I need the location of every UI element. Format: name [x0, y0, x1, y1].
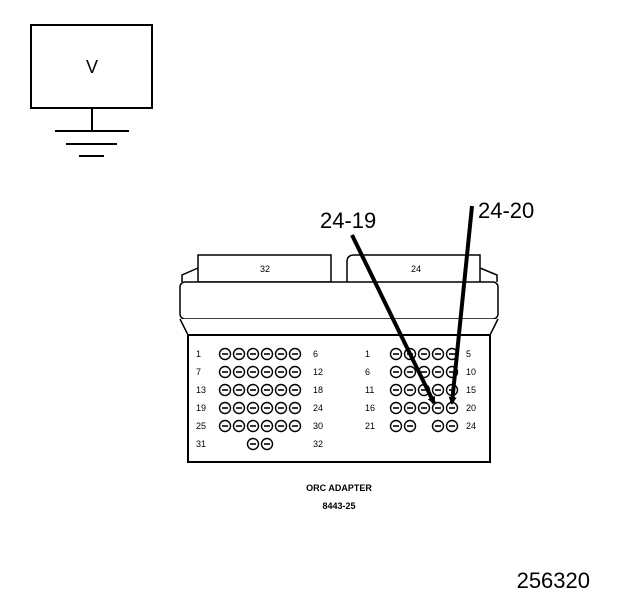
adapter-part-number: 8443-25 [322, 501, 355, 511]
pin-socket [417, 401, 431, 415]
pin-socket [445, 419, 459, 433]
pin-socket [218, 419, 232, 433]
pin-socket [417, 347, 431, 361]
adapter-body: 32 24 [179, 254, 499, 463]
pin-socket [260, 401, 274, 415]
pin-socket [246, 401, 260, 415]
pin-socket [274, 365, 288, 379]
pin-socket [389, 347, 403, 361]
callout-24-20: 24-20 [478, 198, 534, 223]
right-row-start-label: 11 [365, 385, 374, 395]
connector-left-label: 32 [260, 264, 270, 274]
voltmeter-label: V [86, 57, 98, 77]
pin-socket [403, 365, 417, 379]
pin-socket [246, 437, 260, 451]
voltmeter-box [30, 24, 153, 109]
pin-socket [389, 365, 403, 379]
pin-socket [232, 401, 246, 415]
pin-socket [218, 347, 232, 361]
left-row-end-label: 12 [313, 367, 323, 377]
pin-socket [232, 419, 246, 433]
pin-socket [403, 419, 417, 433]
pin-socket [246, 347, 260, 361]
arrow-24-19 [350, 234, 436, 405]
arrow-24-20 [448, 205, 474, 405]
pin-socket [232, 347, 246, 361]
right-row-start-label: 16 [365, 403, 375, 413]
pin-socket [288, 419, 302, 433]
pin-socket [403, 401, 417, 415]
left-row-start-label: 25 [196, 421, 206, 431]
pin-socket [431, 347, 445, 361]
voltmeter: V [30, 24, 153, 157]
pin-socket [260, 383, 274, 397]
left-ear [181, 267, 199, 282]
right-row-end-label: 5 [466, 349, 471, 359]
left-pin-field: 1 6 7 12 13 18 19 24 25 30 31 32 [196, 347, 323, 451]
pin-socket [431, 365, 445, 379]
pin-socket [288, 347, 302, 361]
pin-socket [389, 419, 403, 433]
pin-socket [246, 365, 260, 379]
pin-socket [274, 419, 288, 433]
right-row-end-label: 15 [466, 385, 476, 395]
pin-socket [431, 401, 445, 415]
callout-24-19: 24-19 [320, 208, 376, 233]
right-row-start-label: 1 [365, 349, 370, 359]
left-row-start-label: 7 [196, 367, 201, 377]
adapter-taper [179, 318, 499, 336]
right-row-end-label: 10 [466, 367, 476, 377]
pin-socket [389, 383, 403, 397]
right-row-end-label: 20 [466, 403, 476, 413]
left-row-end-label: 30 [313, 421, 323, 431]
adapter-top-band [179, 281, 499, 320]
ground-icon [55, 130, 129, 157]
right-row-start-label: 21 [365, 421, 375, 431]
pin-socket [288, 401, 302, 415]
pin-socket [218, 365, 232, 379]
pin-socket [274, 383, 288, 397]
pin-socket [260, 419, 274, 433]
left-row-end-label: 18 [313, 385, 323, 395]
pin-socket [274, 347, 288, 361]
left-row-start-label: 13 [196, 385, 206, 395]
left-row-start-label: 31 [196, 439, 206, 449]
pin-socket [260, 347, 274, 361]
pin-socket [431, 419, 445, 433]
left-row-end-label: 32 [313, 439, 323, 449]
pin-socket [403, 383, 417, 397]
left-row-end-label: 6 [313, 349, 318, 359]
pin-socket [246, 419, 260, 433]
pin-socket [445, 401, 459, 415]
pin-socket [274, 401, 288, 415]
pin-socket [431, 383, 445, 397]
left-row-start-label: 1 [196, 349, 201, 359]
left-row-start-label: 19 [196, 403, 206, 413]
callout-arrows [350, 205, 474, 405]
figure-number: 256320 [517, 568, 590, 593]
pin-socket [288, 383, 302, 397]
pin-socket [232, 365, 246, 379]
connector-right-label: 24 [411, 264, 421, 274]
pin-socket [232, 383, 246, 397]
pin-socket [260, 437, 274, 451]
pin-socket [218, 401, 232, 415]
right-ear [479, 267, 498, 282]
right-row-end-label: 24 [466, 421, 476, 431]
pin-socket [389, 401, 403, 415]
pin-socket [218, 383, 232, 397]
pin-socket [260, 365, 274, 379]
pin-socket [288, 365, 302, 379]
connector-right-plug [346, 254, 481, 282]
pin-socket [246, 383, 260, 397]
right-row-start-label: 6 [365, 367, 370, 377]
left-row-end-label: 24 [313, 403, 323, 413]
adapter-name: ORC ADAPTER [306, 483, 372, 493]
